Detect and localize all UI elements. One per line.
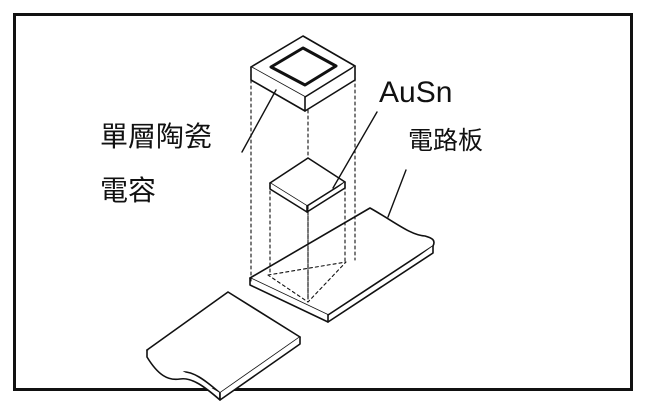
diagram-frame: [13, 13, 633, 391]
ausn-preform: [269, 157, 346, 213]
board-label: 電路板: [408, 126, 484, 155]
projection-lines: [250, 65, 356, 301]
leader-lines: [241, 89, 407, 218]
circuit-board: [249, 207, 435, 323]
capacitor-label-line1: 單層陶瓷: [100, 120, 213, 153]
ceramic-capacitor: [250, 35, 356, 112]
capacitor-label-line2: 電容: [100, 174, 157, 207]
solder-label: AuSn: [379, 76, 453, 109]
board-piece-left: [146, 291, 301, 401]
